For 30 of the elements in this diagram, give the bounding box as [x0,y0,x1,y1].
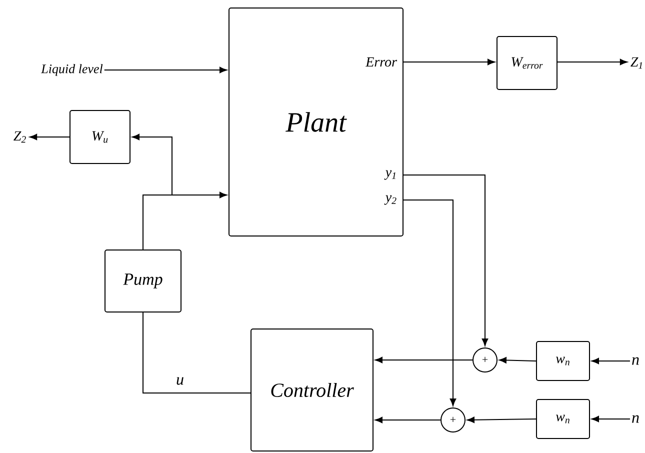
weight-block: w$_{n}$ [536,399,590,439]
arrow [30,134,70,140]
port-label: Error [365,57,398,67]
arrow [499,357,536,364]
output-label: Z$_{2}$ [14,131,26,143]
noise-label: n [632,357,639,365]
arrow [592,358,630,364]
weight-block: W$_{u}$ [70,110,130,164]
weight-block: w$_{n}$ [536,341,590,381]
arrow [403,174,488,346]
controller-block: Controller [250,328,374,452]
arrow [375,416,441,424]
arrow [557,58,628,66]
arrow [132,134,172,250]
weight-block: W$_{error}$ [496,36,558,90]
edge-label: u [175,376,185,386]
port-label: y$_{1}$ [384,170,396,180]
arrow [104,66,227,74]
port-label: y$_{2}$ [384,195,396,205]
sum-junction: + [472,348,498,372]
input-label: Liquid level [40,64,103,76]
arrow [375,356,473,364]
arrow [467,416,536,423]
output-label: Z$_{1}$ [630,57,642,69]
arrow [403,200,456,406]
arrow [592,416,630,422]
noise-label: n [632,415,639,423]
arrow [403,58,496,66]
sum-junction: + [440,408,466,432]
pump-block: Pump [104,250,182,312]
